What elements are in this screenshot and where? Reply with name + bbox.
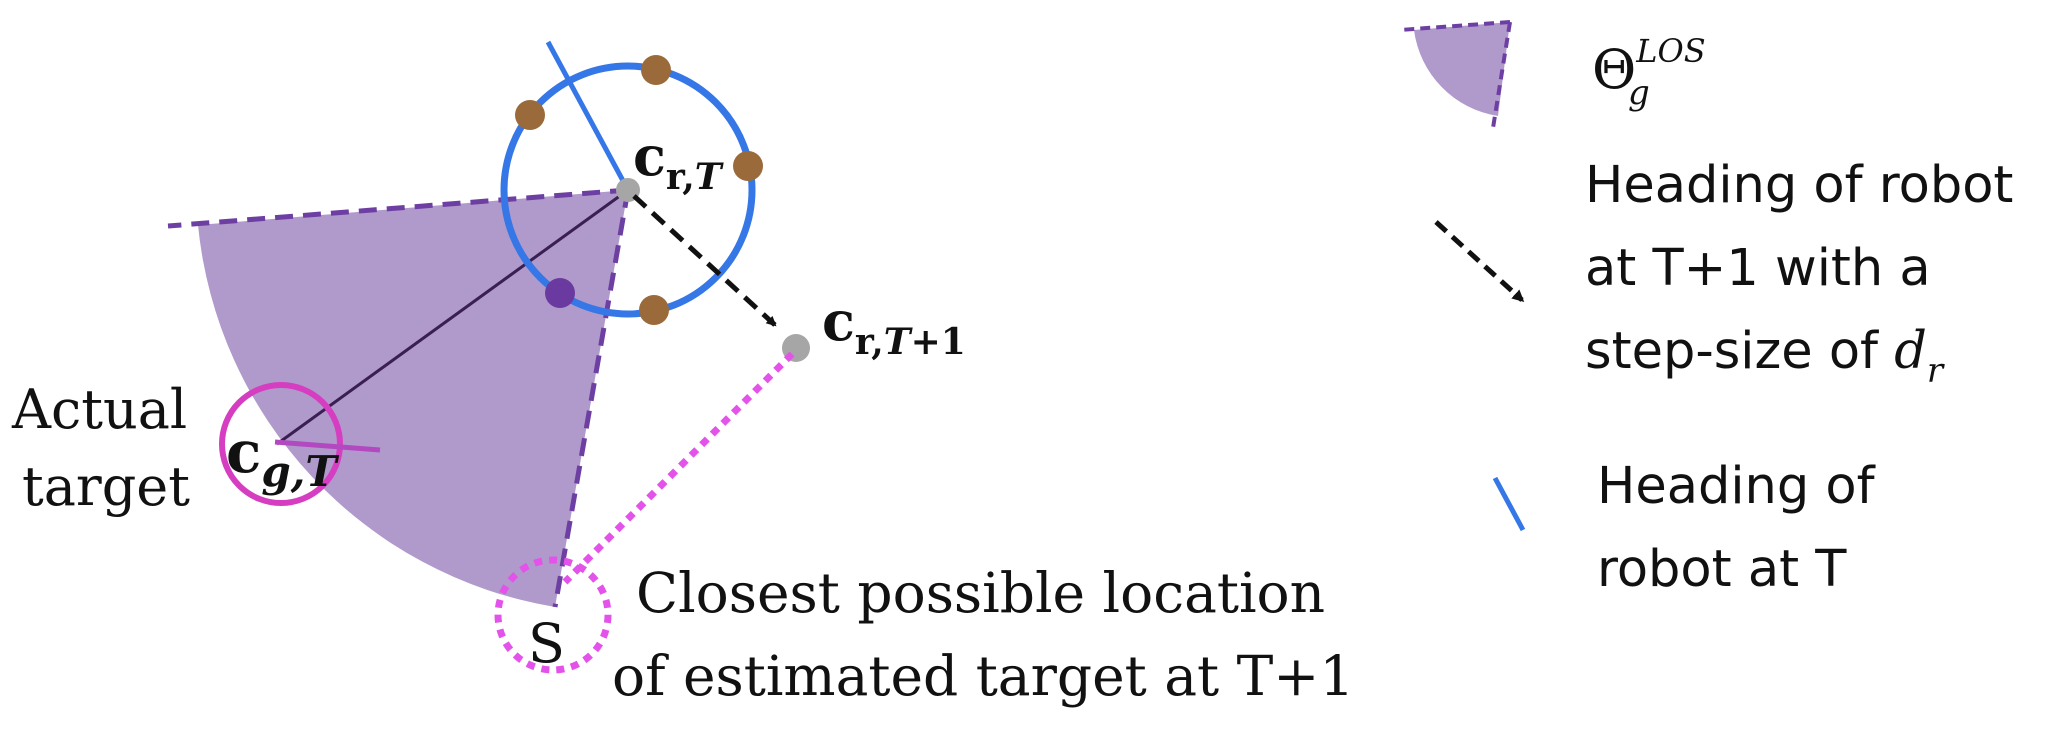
sensor-dot <box>733 151 763 181</box>
arrow-legend-line1: Heading of robot <box>1585 156 2013 215</box>
point-s-label: S <box>528 612 565 675</box>
closest-location-circle <box>494 556 612 674</box>
robot-heading-line <box>545 40 631 192</box>
target-circle <box>219 382 343 506</box>
next-heading-arrow <box>632 194 777 327</box>
sensor-dot <box>639 295 669 325</box>
robot-center-label: cr,T <box>633 124 724 198</box>
actual-target-label-line2: target <box>22 455 190 518</box>
arrow-legend-line2: at T+1 with a <box>1585 239 1931 298</box>
closest-distance-line <box>562 351 795 585</box>
arrow-legend-line3: step-size of dr <box>1585 322 1945 391</box>
blue-line-icon <box>1492 476 1526 532</box>
fov-wedge-icon <box>1399 20 1512 129</box>
closest-location-line2: of estimated target at T+1 <box>612 644 1354 708</box>
actual-target-label-line1: Actual <box>11 378 187 441</box>
line-of-sight <box>276 188 629 446</box>
sensor-dot <box>515 100 545 130</box>
heading-legend-line1: Heading of <box>1597 457 1876 516</box>
fov-legend-label: ΘLOS <box>1592 32 1706 101</box>
fov-legend-sub: g <box>1628 73 1650 113</box>
closest-sensor-dot <box>545 278 575 308</box>
dashed-arrow-icon <box>1434 220 1525 303</box>
target-center-label: cg,T <box>226 418 339 496</box>
robot-circle <box>500 62 756 318</box>
fov-edge-top <box>167 187 629 229</box>
fov-wedge <box>198 190 628 607</box>
sensor-dot <box>641 55 671 85</box>
heading-legend-line2: robot at T <box>1597 540 1847 599</box>
robot-next-label: cr,T+1 <box>822 289 966 363</box>
closest-location-line1: Closest possible location <box>636 561 1325 625</box>
fov-edge-bottom <box>552 189 631 608</box>
target-heading-line <box>274 439 381 453</box>
